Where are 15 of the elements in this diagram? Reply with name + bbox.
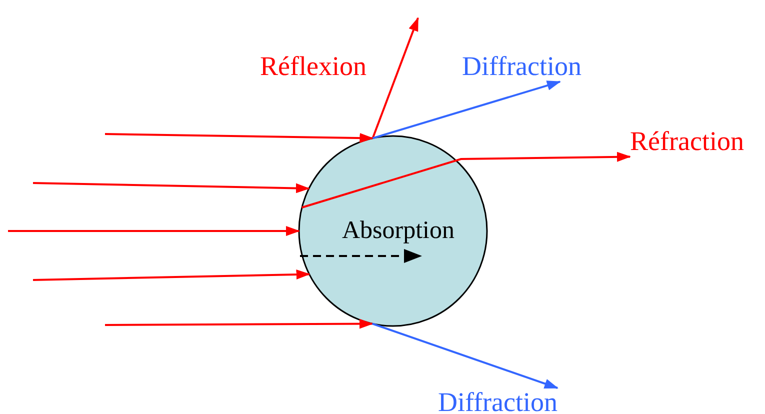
refracted-ray xyxy=(302,152,631,208)
incident-ray xyxy=(104,133,374,143)
incident-ray xyxy=(32,269,310,281)
diffracted-ray xyxy=(372,322,558,389)
refraction-label: Réfraction xyxy=(630,127,744,157)
diffracted-ray xyxy=(372,80,561,140)
diffraction-label: Diffraction xyxy=(438,388,558,414)
absorption-label: Absorption xyxy=(342,218,454,243)
reflected-ray xyxy=(372,17,419,139)
diffraction-label: Diffraction xyxy=(462,52,582,82)
particle-circle xyxy=(298,135,488,327)
incident-ray xyxy=(105,318,374,329)
incident-ray xyxy=(8,226,300,236)
incident-ray xyxy=(32,182,310,194)
reflection-label: Réflexion xyxy=(260,52,366,82)
